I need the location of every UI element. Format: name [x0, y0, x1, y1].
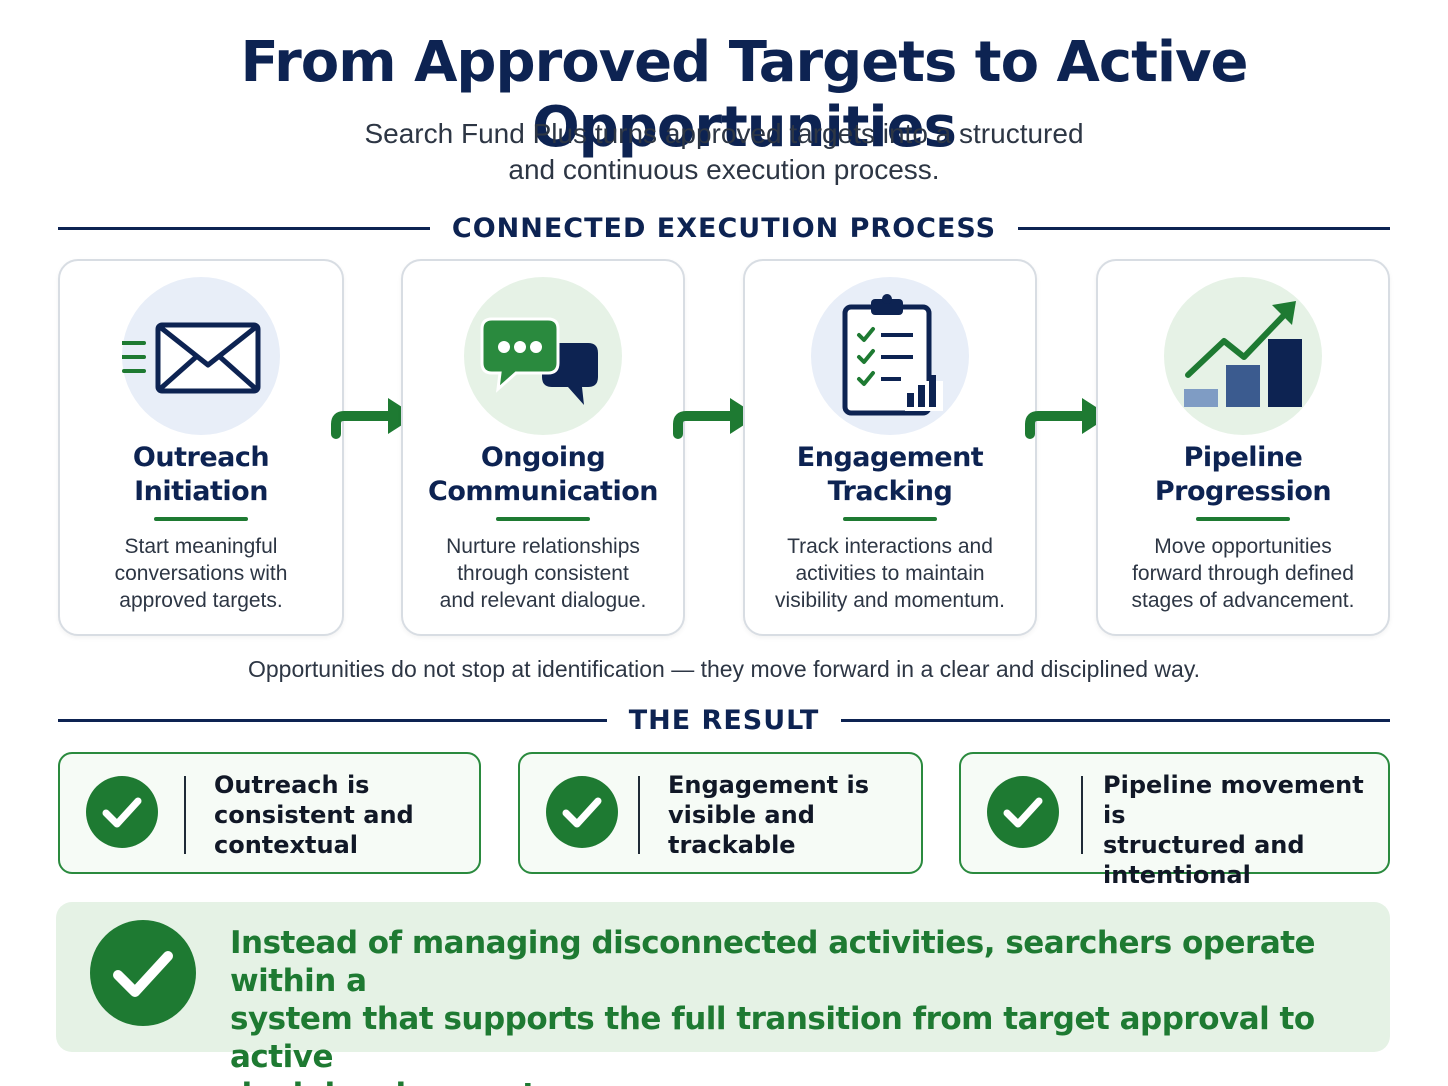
process-tagline: Opportunities do not stop at identificat…	[247, 656, 1201, 682]
step-card-engagement-tracking: Engagement Tracking Track interactions a…	[743, 259, 1037, 636]
step-description: Move opportunities forward through defin…	[1131, 535, 1355, 612]
result-text: Engagement is visible and trackable	[668, 771, 870, 859]
result-section-heading: THE RESULT	[58, 702, 1390, 738]
divider-line	[58, 718, 607, 722]
page-title: From Approved Targets to Active Opportun…	[240, 30, 1248, 160]
divider-line	[841, 718, 1390, 722]
summary-text: Instead of managing disconnected activit…	[230, 925, 1316, 1086]
checkmark-icon	[86, 776, 158, 848]
vertical-divider	[184, 776, 186, 854]
checkmark-icon	[987, 776, 1059, 848]
checkmark-icon	[546, 776, 618, 848]
result-card: Engagement is visible and trackable	[518, 752, 923, 874]
step-description: Track interactions and activities to mai…	[775, 535, 1005, 612]
title-underline	[154, 517, 248, 521]
process-section-heading: CONNECTED EXECUTION PROCESS	[58, 210, 1390, 246]
vertical-divider	[638, 776, 640, 854]
chat-bubbles-icon	[464, 277, 622, 435]
checkmark-icon	[90, 920, 196, 1026]
page-subtitle: Search Fund Plus turns approved targets …	[364, 118, 1084, 185]
vertical-divider	[1081, 776, 1083, 854]
step-title: Ongoing Communication	[428, 442, 659, 507]
step-title: Pipeline Progression	[1154, 442, 1332, 507]
result-card: Outreach is consistent and contextual	[58, 752, 481, 874]
title-underline	[1196, 517, 1290, 521]
title-underline	[843, 517, 937, 521]
step-description: Start meaningful conversations with appr…	[114, 535, 288, 612]
step-title: Outreach Initiation	[132, 442, 270, 507]
result-text: Outreach is consistent and contextual	[214, 771, 414, 859]
envelope-icon	[122, 277, 280, 435]
step-card-pipeline-progression: Pipeline Progression Move opportunities …	[1096, 259, 1390, 636]
divider-line	[1018, 226, 1390, 230]
step-title: Engagement Tracking	[796, 442, 984, 507]
title-underline	[496, 517, 590, 521]
divider-line	[58, 226, 430, 230]
step-card-ongoing-communication: Ongoing Communication Nurture relationsh…	[401, 259, 685, 636]
growth-chart-icon	[1164, 277, 1322, 435]
clipboard-checklist-icon	[811, 277, 969, 435]
summary-banner: Instead of managing disconnected activit…	[56, 902, 1390, 1086]
result-card: Pipeline movement is structured and inte…	[959, 752, 1390, 889]
result-text: Pipeline movement is structured and inte…	[1103, 771, 1364, 889]
step-description: Nurture relationships through consistent…	[439, 535, 647, 612]
step-card-outreach-initiation: Outreach Initiation Start meaningful con…	[58, 259, 344, 636]
